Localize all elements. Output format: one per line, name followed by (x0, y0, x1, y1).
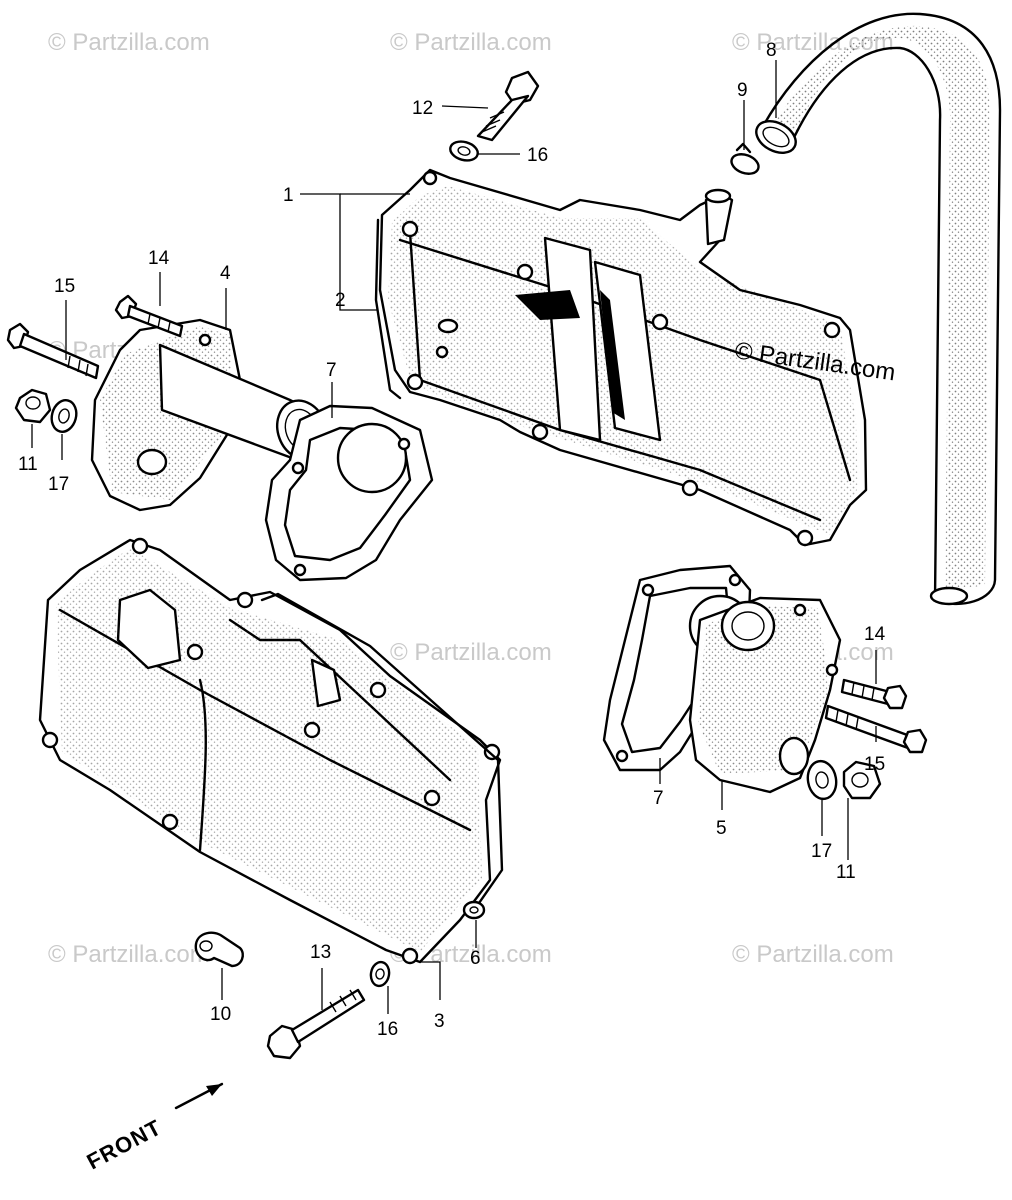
leader-lines (31, 60, 877, 1014)
callout-4: 4 (220, 263, 231, 284)
washer-16-top (449, 140, 479, 162)
callout-11-right: 11 (836, 862, 856, 883)
callout-13: 13 (310, 942, 331, 963)
callout-14-left: 14 (148, 248, 170, 269)
callout-11-left: 11 (18, 454, 38, 475)
callout-16-bottom: 16 (377, 1019, 398, 1040)
bolt-13 (266, 988, 366, 1060)
nut-11-right (842, 760, 882, 800)
gasket-7-left (264, 404, 434, 582)
washer-17-right (806, 759, 838, 801)
upper-cover (374, 168, 868, 547)
callout-12: 12 (412, 98, 433, 119)
callout-5: 5 (716, 818, 727, 839)
breather-hose (755, 12, 1002, 606)
tappet-cover-4 (90, 318, 328, 512)
callout-7-left: 7 (326, 360, 337, 381)
callout-1: 1 (283, 185, 294, 206)
bolt-12 (476, 70, 540, 142)
watermark: © Partzilla.com (48, 29, 210, 56)
callout-8: 8 (766, 40, 777, 61)
watermark: © Partzilla.com (390, 639, 552, 666)
watermark: © Partzilla.com (390, 29, 552, 56)
callout-15-left: 15 (54, 276, 75, 297)
tappet-cover-5 (688, 596, 842, 794)
callout-numbers: 1 2 3 4 5 6 7 7 8 9 10 11 11 12 13 14 14… (18, 40, 886, 1040)
callout-17-right: 17 (811, 841, 832, 862)
washer-16-bottom (369, 960, 391, 988)
bolt-15-right (824, 704, 928, 754)
clip-10 (194, 931, 244, 968)
callout-7-right: 7 (653, 788, 664, 809)
bolt-14-left (114, 294, 184, 338)
watermark: © Partzilla.com (48, 941, 210, 968)
hose-clip (730, 142, 760, 175)
callout-9: 9 (737, 80, 748, 101)
washer-17-left (50, 399, 78, 433)
callout-15-right: 15 (864, 754, 885, 775)
callout-3: 3 (434, 1011, 445, 1032)
callout-10: 10 (210, 1004, 231, 1025)
callout-2: 2 (335, 290, 346, 311)
lower-cover (38, 537, 504, 965)
front-indicator: FRONT (83, 1082, 224, 1174)
nut-11-left (14, 388, 52, 424)
bolt-15-left (6, 322, 100, 380)
grommet-6 (462, 900, 486, 920)
callout-16-top: 16 (527, 145, 548, 166)
callout-6: 6 (470, 948, 481, 969)
watermark: © Partzilla.com (732, 941, 894, 968)
callout-14-right: 14 (864, 624, 886, 645)
front-label: FRONT (83, 1114, 166, 1174)
callout-17-left: 17 (48, 474, 69, 495)
bolt-14-right (840, 678, 908, 710)
